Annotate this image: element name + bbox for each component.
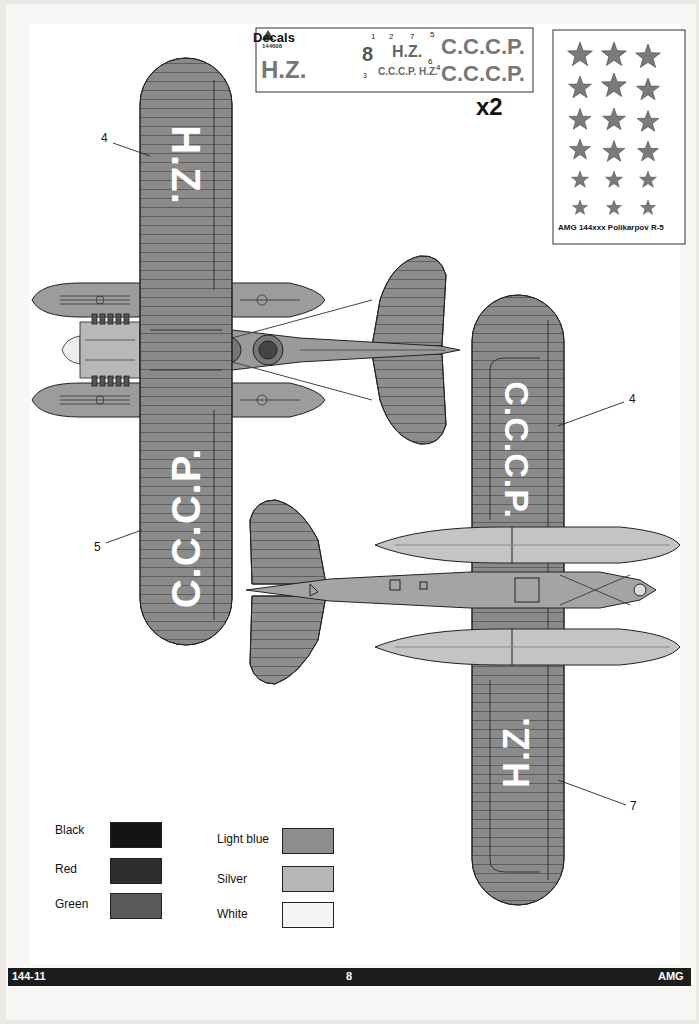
page-number: 8: [346, 971, 352, 982]
sheet-count: x2: [476, 95, 503, 119]
legend-swatch: [282, 828, 334, 854]
decal-number: 5: [430, 31, 434, 39]
legend-swatch: [282, 902, 334, 928]
decal-marking: C.C.C.P. H.Z.: [378, 67, 438, 77]
decal-marking: H.Z.: [261, 58, 306, 82]
callout-number: 4: [101, 132, 108, 144]
wing-marking: H.Z.: [166, 125, 206, 205]
decal-number: 1: [371, 33, 375, 41]
decal-marking: 8: [362, 44, 373, 64]
legend-text: Silver: [217, 873, 247, 885]
legend-text: Red: [55, 863, 77, 875]
decal-number: 3: [363, 72, 367, 79]
decal-number: 4: [436, 64, 440, 72]
legend-text: White: [217, 908, 248, 920]
decal-marking: C.C.C.P.: [441, 63, 525, 85]
footer-brand: AMG: [658, 971, 684, 982]
decal-marking: H.Z.: [392, 44, 422, 60]
legend-text: Black: [55, 824, 84, 836]
wing-marking: C.C.C.P.: [166, 448, 206, 609]
wing-marking: H.Z.: [499, 716, 535, 788]
decal-number: 7: [410, 33, 414, 41]
sheet-name: AMG 144xxx Polikarpov R-5: [558, 224, 664, 232]
legend-swatch: [282, 866, 334, 892]
legend-text: Green: [55, 898, 88, 910]
decal-number: 2: [389, 33, 393, 41]
decal-code: 144608: [262, 43, 282, 49]
wing-marking: C.C.C.P.: [500, 381, 534, 519]
decal-number: 6: [428, 58, 432, 66]
legend-swatch: [110, 893, 162, 919]
callout-number: 7: [630, 800, 637, 812]
legend-swatch: [110, 822, 162, 848]
callout-number: 5: [94, 541, 101, 553]
heading: Decals: [253, 31, 295, 44]
legend-text: Light blue: [217, 833, 269, 845]
footer-code: 144-11: [12, 971, 46, 982]
legend-swatch: [110, 858, 162, 884]
decal-marking: C.C.C.P.: [441, 36, 525, 58]
callout-number: 4: [629, 393, 636, 405]
